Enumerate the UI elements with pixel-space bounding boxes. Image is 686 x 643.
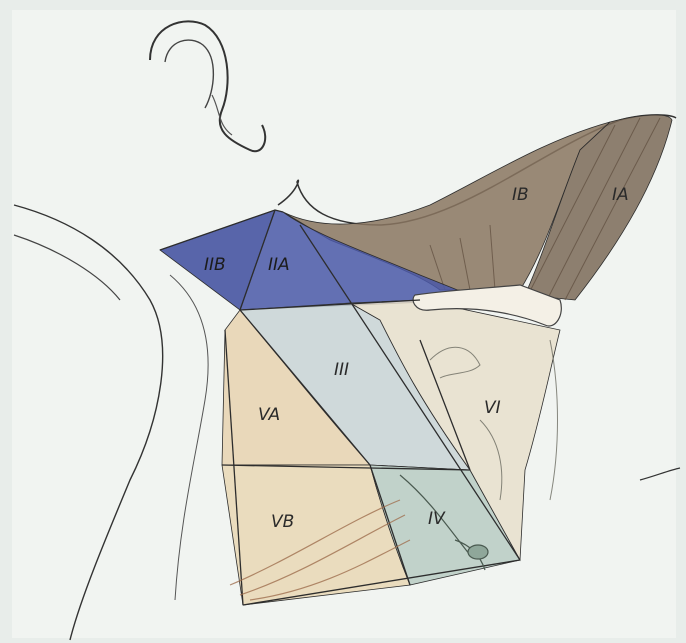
label-IB: IB (512, 185, 529, 205)
label-IIB: IIB (204, 255, 226, 275)
label-VA: VA (258, 405, 280, 425)
label-VI: VI (484, 398, 501, 418)
label-III: III (334, 360, 349, 380)
label-IIA: IIA (268, 255, 290, 275)
label-IA: IA (612, 185, 629, 205)
label-VB: VB (271, 512, 294, 532)
label-IV: IV (428, 509, 446, 529)
